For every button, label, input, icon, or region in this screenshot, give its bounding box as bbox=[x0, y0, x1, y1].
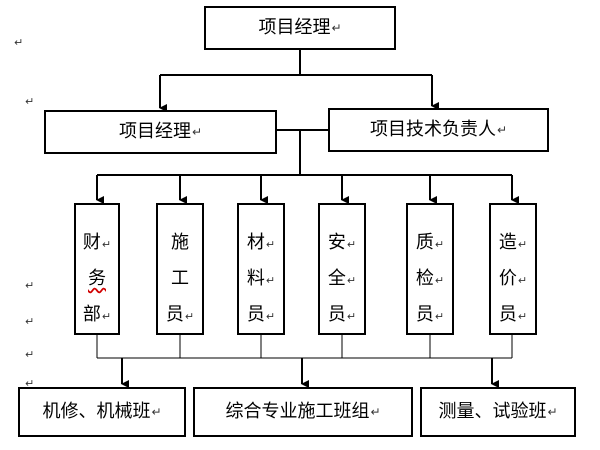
paragraph-mark: ↵ bbox=[434, 274, 445, 287]
paragraph-mark: ↵ bbox=[25, 279, 35, 292]
dept-char: 造 bbox=[498, 232, 517, 253]
paragraph-mark: ↵ bbox=[517, 238, 528, 251]
paragraph-mark: ↵ bbox=[25, 95, 35, 108]
paragraph-mark: ↵ bbox=[517, 310, 528, 323]
top-project-manager-box: 项目经理↵ bbox=[204, 6, 396, 50]
construction-staff-box: 施 工 员↵ bbox=[156, 203, 204, 335]
paragraph-mark: ↵ bbox=[434, 238, 445, 251]
paragraph-mark: ↵ bbox=[101, 310, 112, 323]
project-manager-box: 项目经理↵ bbox=[44, 110, 277, 154]
tech-lead-label: 项目技术负责人 bbox=[369, 119, 496, 140]
paragraph-mark: ↵ bbox=[346, 238, 357, 251]
dept-char: 员 bbox=[246, 304, 265, 325]
finance-dept-box: 财↵ 务 部↵ bbox=[74, 203, 120, 335]
survey-test-team-box: 测量、试验班↵ bbox=[420, 387, 576, 437]
machinery-team-box: 机修、机械班↵ bbox=[18, 387, 186, 437]
paragraph-mark: ↵ bbox=[265, 274, 276, 287]
tech-lead-box: 项目技术负责人↵ bbox=[328, 108, 549, 152]
paragraph-mark: ↵ bbox=[25, 315, 35, 328]
survey-test-team-label: 测量、试验班 bbox=[438, 401, 547, 422]
dept-char: 员 bbox=[498, 304, 517, 325]
paragraph-mark: ↵ bbox=[191, 125, 203, 139]
dept-char: 务 bbox=[88, 268, 106, 289]
paragraph-mark: ↵ bbox=[14, 36, 24, 49]
paragraph-mark: ↵ bbox=[265, 238, 276, 251]
paragraph-mark: ↵ bbox=[25, 348, 35, 361]
paragraph-mark: ↵ bbox=[370, 405, 381, 419]
construction-team-box: 综合专业施工班组↵ bbox=[193, 387, 413, 437]
dept-char: 员 bbox=[415, 304, 434, 325]
paragraph-mark: ↵ bbox=[101, 238, 112, 251]
top-box-label: 项目经理 bbox=[258, 17, 331, 38]
construction-team-label: 综合专业施工班组 bbox=[225, 401, 370, 422]
project-manager-label: 项目经理 bbox=[118, 121, 191, 142]
quality-staff-box: 质↵ 检↵ 员↵ bbox=[406, 203, 454, 335]
machinery-team-label: 机修、机械班 bbox=[42, 401, 151, 422]
dept-char: 价 bbox=[498, 268, 517, 289]
safety-staff-box: 安↵ 全↵ 员↵ bbox=[318, 203, 366, 335]
materials-staff-box: 材↵ 料↵ 员↵ bbox=[237, 203, 285, 335]
paragraph-mark: ↵ bbox=[496, 123, 508, 137]
dept-char: 员 bbox=[327, 304, 346, 325]
dept-char: 质 bbox=[415, 232, 434, 253]
dept-char: 检 bbox=[415, 268, 434, 289]
paragraph-mark: ↵ bbox=[434, 310, 445, 323]
dept-char: 财 bbox=[82, 232, 101, 253]
dept-char: 料 bbox=[246, 268, 265, 289]
paragraph-mark: ↵ bbox=[151, 405, 162, 419]
dept-char: 材 bbox=[246, 232, 265, 253]
paragraph-mark: ↵ bbox=[184, 310, 195, 323]
paragraph-mark: ↵ bbox=[346, 310, 357, 323]
paragraph-mark: ↵ bbox=[517, 274, 528, 287]
paragraph-mark: ↵ bbox=[265, 310, 276, 323]
paragraph-mark: ↵ bbox=[346, 274, 357, 287]
dept-char: 员 bbox=[165, 304, 184, 325]
cost-staff-box: 造↵ 价↵ 员↵ bbox=[489, 203, 537, 335]
paragraph-mark: ↵ bbox=[331, 21, 342, 35]
dept-char: 安 bbox=[327, 232, 346, 253]
dept-char: 部 bbox=[82, 304, 101, 325]
paragraph-mark: ↵ bbox=[25, 377, 35, 390]
dept-char: 工 bbox=[171, 268, 189, 289]
dept-char: 施 bbox=[171, 232, 189, 253]
dept-char: 全 bbox=[327, 268, 346, 289]
paragraph-mark: ↵ bbox=[547, 405, 558, 419]
